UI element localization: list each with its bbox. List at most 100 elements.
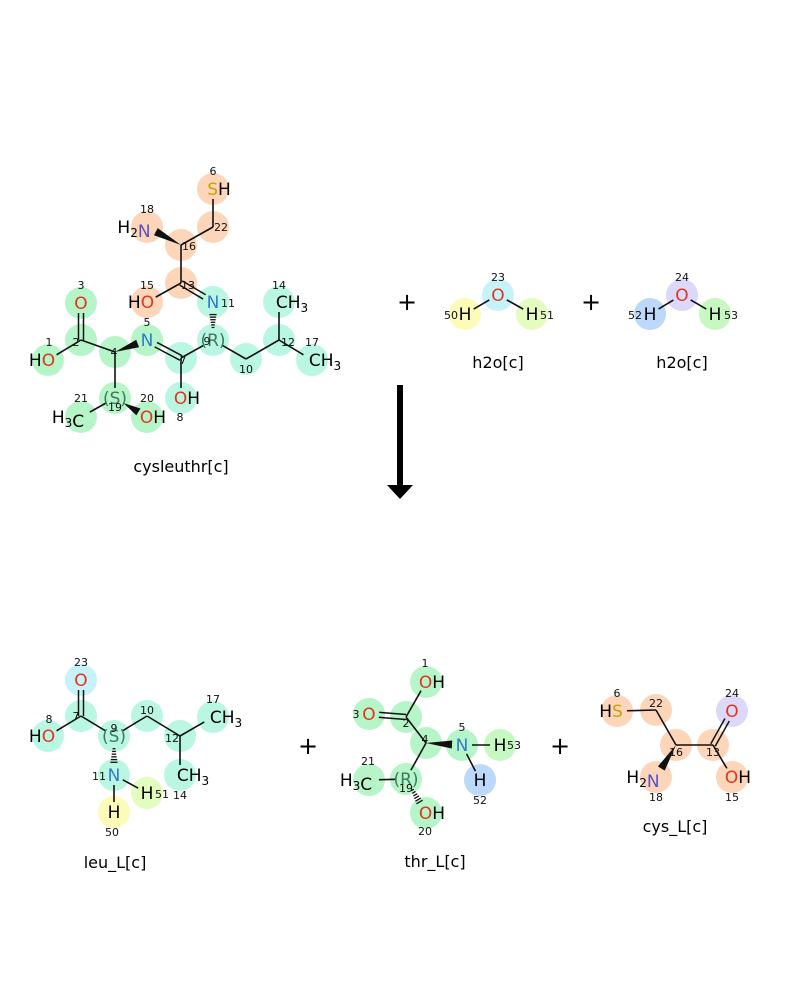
atom-highlights xyxy=(353,666,516,829)
atom-number: 5 xyxy=(144,316,151,329)
single-bond xyxy=(122,715,148,732)
atom-label: HS xyxy=(599,702,623,722)
atom-label: H xyxy=(141,784,154,804)
atom-highlight xyxy=(410,797,442,829)
atom-number: 16 xyxy=(669,746,683,759)
single-bond xyxy=(180,226,214,246)
plus-sign: + xyxy=(397,288,417,316)
atom-highlight xyxy=(65,287,97,319)
single-bond xyxy=(465,753,477,772)
double-bond xyxy=(378,716,406,721)
single-bond xyxy=(180,344,205,359)
atom-highlight xyxy=(410,666,442,698)
hashed-bond xyxy=(410,788,415,792)
atom-label: CH3 xyxy=(309,351,341,373)
plus-sign: + xyxy=(581,288,601,316)
atom-number: 52 xyxy=(473,794,487,807)
atom-number: 12 xyxy=(165,732,179,745)
atom-highlight xyxy=(464,764,496,796)
atom-label: OH xyxy=(419,673,445,693)
atom-number: 15 xyxy=(725,791,739,804)
atom-highlight xyxy=(449,298,481,330)
atom-highlight xyxy=(164,759,196,791)
wedge-bond xyxy=(123,403,141,416)
atom-label: H xyxy=(709,305,722,325)
single-bond xyxy=(405,690,422,718)
atom-highlight xyxy=(601,695,633,727)
atom-highlight xyxy=(197,173,229,205)
double-bond xyxy=(710,718,726,745)
atom-label: CH3 xyxy=(177,766,209,788)
atom-label: O xyxy=(362,705,375,725)
atom-label: H2N xyxy=(117,218,150,242)
atom-highlight xyxy=(98,720,130,752)
plus-sign: + xyxy=(550,732,570,760)
atom-highlight xyxy=(65,664,97,696)
atom-label: H xyxy=(494,736,507,756)
atom-highlights xyxy=(634,279,731,330)
atom-number: 21 xyxy=(74,392,88,405)
atom-highlight xyxy=(32,720,64,752)
atom-label: OH xyxy=(725,768,751,788)
atom-highlight xyxy=(197,701,229,733)
atom-highlight xyxy=(65,401,97,433)
atom-number: 7 xyxy=(73,710,80,723)
atom-number: 50 xyxy=(444,309,458,322)
molecule-name: thr_L[c] xyxy=(404,852,465,872)
atom-label: H xyxy=(108,803,121,823)
atom-number: 24 xyxy=(675,271,689,284)
stereo-label: (S) xyxy=(102,727,126,747)
double-bond xyxy=(714,720,730,747)
atom-highlight xyxy=(98,759,130,791)
atom-highlights xyxy=(32,664,229,828)
atom-highlight xyxy=(699,298,731,330)
single-bond xyxy=(410,742,427,771)
atom-label: N xyxy=(141,331,154,351)
hashed-bond xyxy=(414,795,420,800)
atom-highlight xyxy=(131,286,163,318)
atom-number: 6 xyxy=(210,165,217,178)
wedge-bond xyxy=(426,740,453,749)
atom-number: 51 xyxy=(540,309,554,322)
bonds xyxy=(56,690,205,802)
atom-number: 20 xyxy=(140,392,154,405)
atom-number: 53 xyxy=(724,309,738,322)
atom-number: 11 xyxy=(221,297,235,310)
double-bond xyxy=(379,711,407,716)
atom-number: 5 xyxy=(459,721,466,734)
atom-highlight xyxy=(263,286,295,318)
atom-number: 15 xyxy=(140,279,154,292)
atom-number: 19 xyxy=(108,401,122,414)
atom-number: 13 xyxy=(706,746,720,759)
atom-label: HO xyxy=(128,293,154,313)
atom-label: H3C xyxy=(52,408,84,432)
single-bond xyxy=(658,299,674,310)
single-bond xyxy=(278,339,304,356)
atom-label: OH xyxy=(140,408,166,428)
atom-highlight xyxy=(296,344,328,376)
atom-highlight xyxy=(353,698,385,730)
atom-highlight xyxy=(353,764,385,796)
single-bond xyxy=(655,709,677,746)
bonds xyxy=(378,690,490,805)
atom-number: 10 xyxy=(140,704,154,717)
atom-label: H xyxy=(459,305,472,325)
atom-number: 4 xyxy=(111,346,118,359)
atom-label: N xyxy=(108,766,121,786)
hashed-bond xyxy=(416,799,423,805)
atom-number: 1 xyxy=(46,336,53,349)
single-bond xyxy=(56,339,82,356)
atom-number: 9 xyxy=(111,722,118,735)
atom-number: 23 xyxy=(74,656,88,669)
double-bond xyxy=(181,280,207,296)
atom-number: 50 xyxy=(105,826,119,839)
atom-number: 4 xyxy=(422,733,429,746)
single-bond xyxy=(56,715,82,732)
molecule-name: h2o[c] xyxy=(656,353,707,372)
atom-label: CH3 xyxy=(210,708,242,730)
